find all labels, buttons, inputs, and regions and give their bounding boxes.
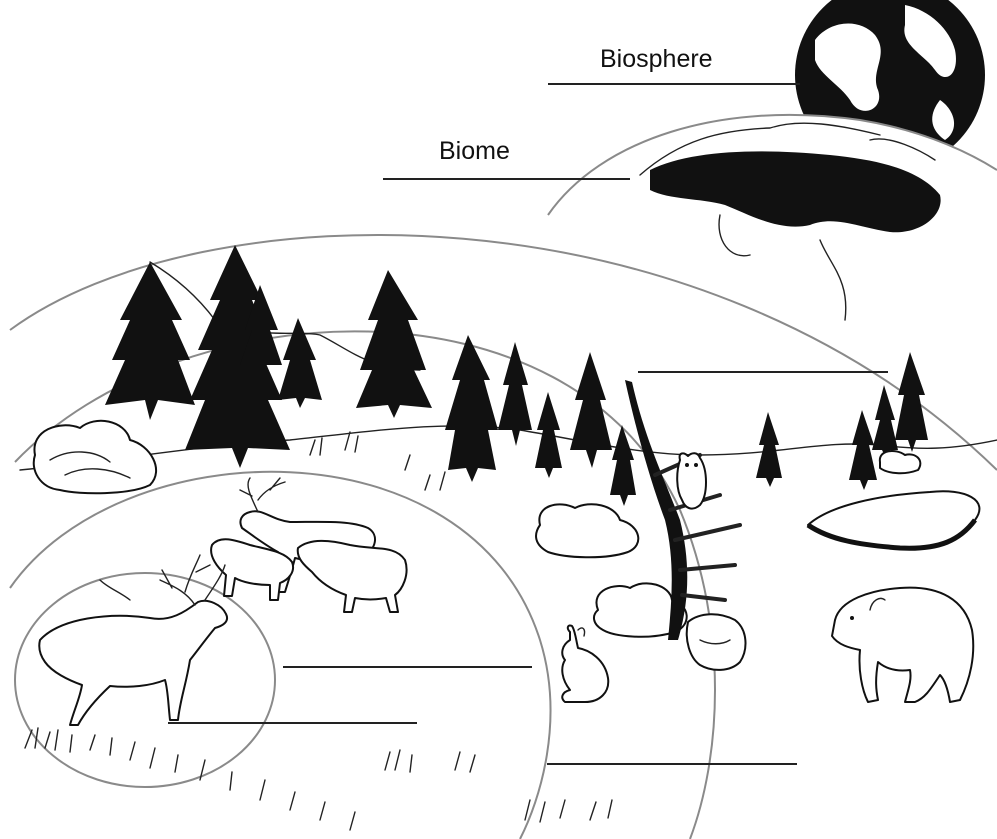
owl-icon xyxy=(677,453,706,508)
conifer-tree-icon xyxy=(278,318,322,408)
elk-icon xyxy=(298,541,407,612)
beaver-icon xyxy=(687,614,746,670)
conifer-tree-icon xyxy=(445,335,498,482)
elk-icon xyxy=(39,555,227,725)
biosphere-label: Biosphere xyxy=(600,47,713,72)
conifer-tree-icon xyxy=(498,342,532,446)
bush-icon xyxy=(34,421,156,493)
conifer-tree-icon xyxy=(356,270,432,418)
biome-label: Biome xyxy=(439,139,510,164)
conifer-tree-icon xyxy=(105,262,195,420)
bush-icon xyxy=(880,451,921,473)
